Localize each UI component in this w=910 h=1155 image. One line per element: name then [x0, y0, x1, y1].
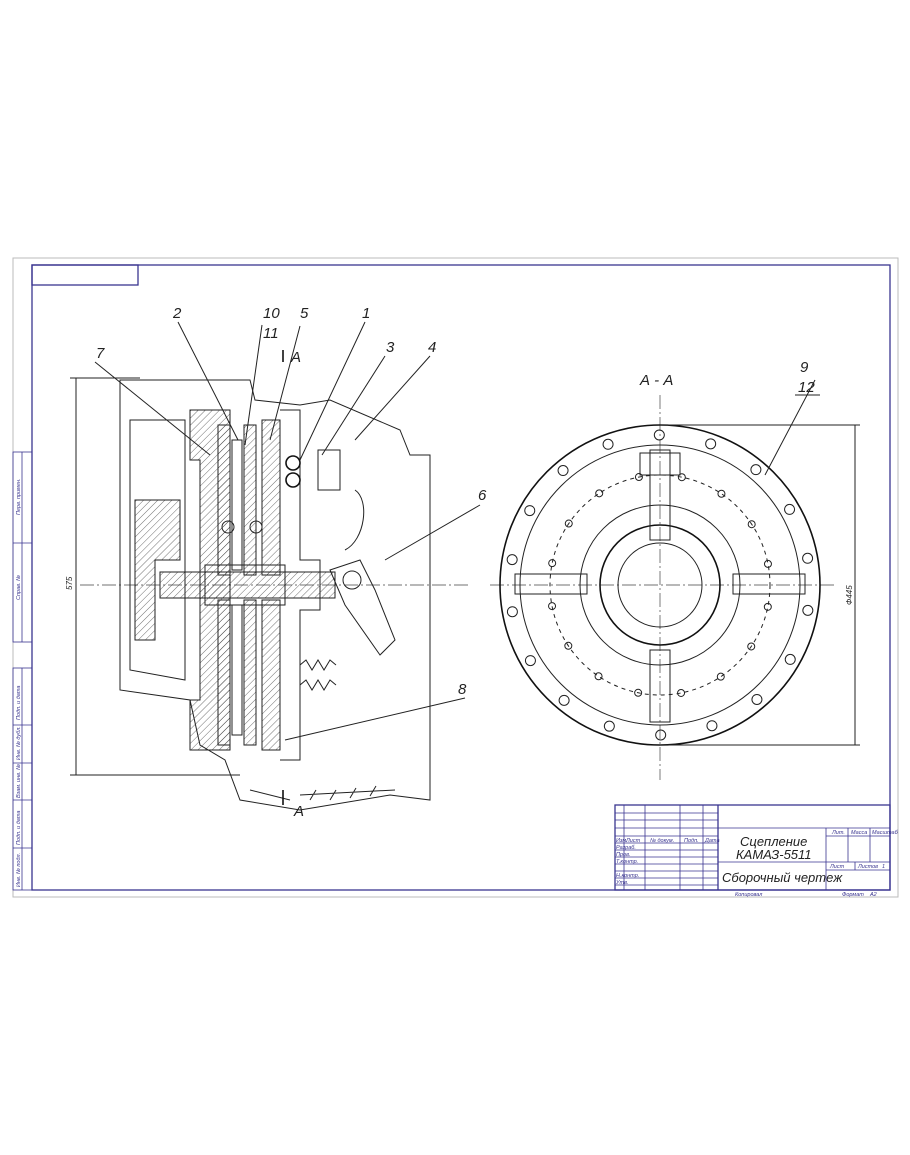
- bolt-hole: [564, 519, 573, 528]
- stamp-podp-data-1: Подп. и дата: [16, 686, 22, 720]
- part-label-3: 3: [386, 339, 395, 356]
- bolt-hole: [717, 489, 726, 498]
- section-marker-bottom: A: [293, 803, 304, 820]
- bolt-hole: [784, 503, 796, 515]
- sheets-label: Листов: [857, 864, 878, 870]
- dimension-height: 575: [65, 576, 74, 590]
- bolt-hole: [594, 672, 603, 681]
- clutch-section-view: 575 A A: [65, 305, 487, 820]
- row-utv: Утв.: [615, 880, 629, 886]
- part-label-10: 10: [263, 305, 280, 322]
- part-label-5: 5: [300, 305, 309, 322]
- scale-label: Масштаб: [872, 830, 899, 836]
- row-razrab: Разраб.: [616, 845, 636, 851]
- bolt-hole: [747, 520, 756, 529]
- sheet-label: Лист: [829, 864, 845, 870]
- mass-label: Масса: [851, 830, 867, 836]
- bolt-hole: [751, 693, 763, 705]
- part-label-11: 11: [263, 325, 279, 342]
- section-marker-top: A: [290, 349, 301, 366]
- bolt-hole: [747, 642, 756, 651]
- bolt-hole: [653, 429, 665, 441]
- col-date: Дата: [704, 838, 720, 844]
- format-value: A2: [869, 892, 877, 898]
- bolt-hole: [705, 438, 717, 450]
- part-label-7: 7: [96, 345, 105, 362]
- drawing-title-line2: КАМАЗ-5511: [736, 847, 812, 862]
- bolt-hole: [802, 604, 814, 616]
- bolt-hole: [524, 655, 536, 667]
- bolt-hole: [784, 653, 796, 665]
- bolt-hole: [634, 688, 643, 697]
- section-title: А - А: [639, 372, 673, 389]
- bolt-hole: [677, 688, 686, 697]
- part-label-8: 8: [458, 681, 467, 698]
- bolt-hole: [506, 554, 518, 566]
- title-block: Изм. Лист № докум. Подп. Дата Разраб. Пр…: [614, 804, 899, 898]
- section-a-a-view: А - А Ф445 9 12: [490, 359, 860, 780]
- col-list: Лист: [625, 838, 641, 844]
- col-sign: Подп.: [684, 838, 699, 844]
- stamp-sprav: Справ. №: [16, 575, 22, 600]
- bolt-hole: [524, 505, 536, 517]
- stamp-inv-podl: Инв. № подл.: [16, 853, 22, 887]
- side-stamp: Перв. примен. Справ. № Подп. и дата Инв.…: [12, 451, 33, 891]
- part-label-1: 1: [362, 305, 370, 322]
- copied-label: Копировал: [735, 892, 762, 898]
- part-label-9: 9: [800, 359, 809, 376]
- row-tkontr: Т.контр.: [616, 859, 638, 865]
- top-left-stamp: [31, 264, 139, 286]
- bolt-hole: [595, 489, 604, 498]
- col-izm: Изм.: [616, 838, 628, 844]
- bolt-hole: [557, 465, 569, 477]
- bolt-hole: [634, 473, 643, 482]
- part-label-12: 12: [798, 379, 815, 396]
- bolt-hole: [602, 438, 614, 450]
- col-doc: № докум.: [650, 838, 674, 844]
- bolt-hole: [558, 694, 570, 706]
- bolt-hole: [655, 729, 667, 741]
- drawing-title-line1: Сцепление: [740, 834, 807, 849]
- part-label-6: 6: [478, 487, 487, 504]
- sheets-count: 1: [882, 864, 885, 870]
- stamp-perv-primen: Перв. примен.: [16, 478, 22, 515]
- bolt-hole: [548, 602, 557, 611]
- row-prov: Пров.: [616, 852, 631, 858]
- format-label: Формат: [842, 892, 864, 898]
- stamp-podp-data-2: Подп. и дата: [16, 811, 22, 845]
- bolt-hole: [716, 672, 725, 681]
- bolt-hole: [763, 602, 772, 611]
- part-label-2: 2: [172, 305, 182, 322]
- bolt-hole: [548, 559, 557, 568]
- bolt-hole: [677, 473, 686, 482]
- stamp-vzam-inv: Взам. инв. №: [16, 764, 22, 798]
- bolt-hole: [750, 464, 762, 476]
- bolt-hole: [506, 606, 518, 618]
- bolt-hole: [763, 559, 772, 568]
- lit-label: Лит.: [831, 830, 845, 836]
- row-nkontr: Н.контр.: [616, 873, 639, 879]
- dimension-diameter: Ф445: [845, 585, 854, 605]
- part-label-4: 4: [428, 339, 436, 356]
- bolt-hole: [706, 720, 718, 732]
- bolt-hole: [603, 720, 615, 732]
- bolt-hole: [564, 641, 573, 650]
- stamp-inv-dubl: Инв. № дубл.: [16, 726, 22, 760]
- document-type: Сборочный чертеж: [722, 870, 843, 885]
- bolt-hole: [802, 552, 814, 564]
